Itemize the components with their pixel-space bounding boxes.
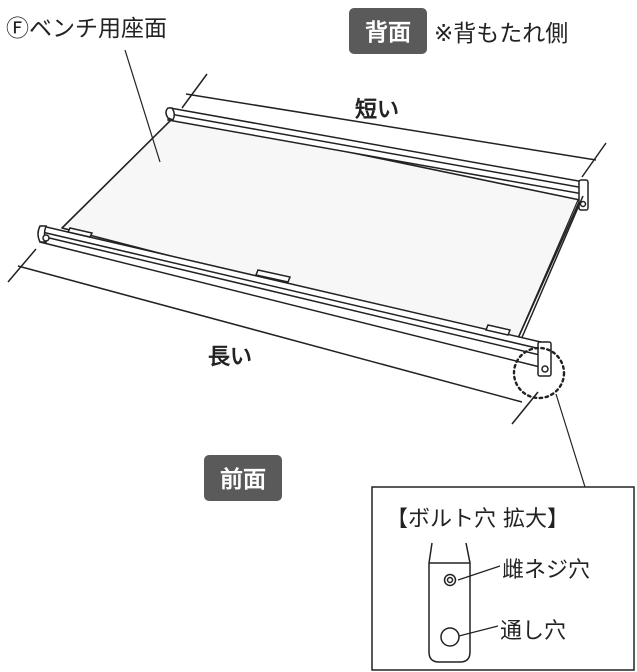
callout-leader [555,393,586,488]
long-side-label: 長い [208,345,252,370]
front-badge [204,455,282,501]
detail-title: 【ボルト穴 拡大】 [386,507,569,532]
bolt-hole-detail-panel [371,486,635,671]
through-hole-label: 通し穴 [500,619,566,644]
right-frame-edge [519,195,584,343]
back-badge [349,8,427,54]
threaded-hole-leader [457,565,501,581]
seat-name-label: Ⓕベンチ用座面 [6,16,167,42]
threaded-hole-mark [443,573,457,587]
short-side-label: 短い [355,98,399,123]
through-hole-mark [440,627,460,647]
seat-name-leader [124,49,161,163]
front-badge-text: 前面 [220,466,266,493]
back-badge-text: 背面 [365,20,411,46]
bolt-hole-callout-circle [512,346,566,400]
bracket-drawing [428,542,471,663]
back-note: ※背もたれ側 [434,21,568,47]
back-rail [165,107,589,211]
threaded-hole-label: 雌ネジ穴 [502,558,590,583]
dimension-short [181,73,607,178]
through-hole-leader [458,625,499,637]
